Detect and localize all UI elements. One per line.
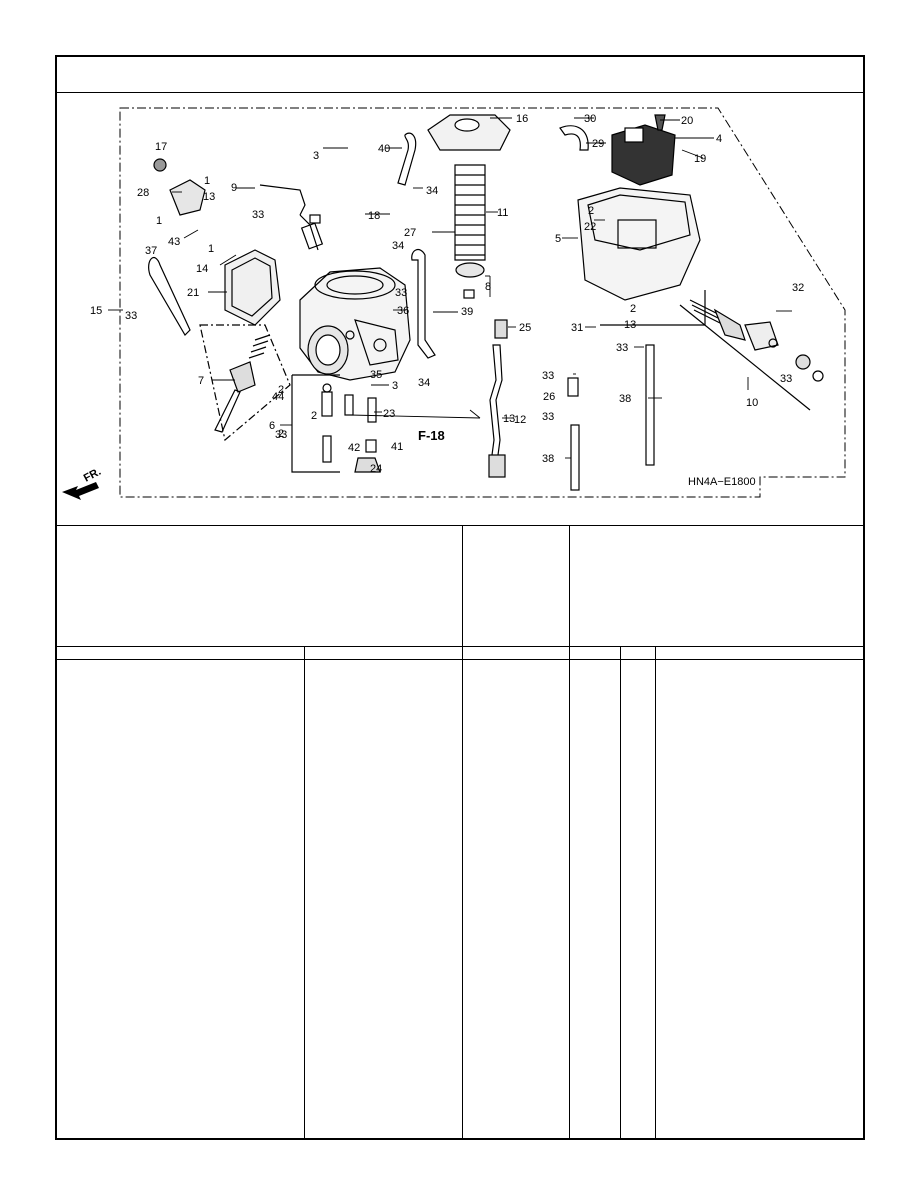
callout-3: 3 <box>313 150 319 162</box>
callout-34: 34 <box>426 185 438 197</box>
jets-assembly <box>291 374 381 473</box>
hoses-and-wiring <box>397 132 655 491</box>
callout-37: 37 <box>145 245 157 257</box>
callout-13: 13 <box>503 413 515 425</box>
callout-7: 7 <box>198 375 204 387</box>
callout-21: 21 <box>187 287 199 299</box>
callout-33: 33 <box>252 209 264 221</box>
callout-29: 29 <box>592 138 604 150</box>
callout-11: 11 <box>497 207 508 219</box>
figure-reference: F-18 <box>418 428 445 443</box>
column-divider-1 <box>304 646 305 1140</box>
callout-33: 33 <box>616 342 628 354</box>
callout-33: 33 <box>275 429 287 441</box>
callout-20: 20 <box>681 115 693 127</box>
jet-needle-assembly <box>199 324 291 442</box>
callout-30: 30 <box>584 113 596 125</box>
callout-6: 6 <box>269 420 275 432</box>
throttle-sensor-unit <box>559 114 676 186</box>
callout-41: 41 <box>391 441 403 453</box>
callout-5: 5 <box>555 233 561 245</box>
callout-2: 2 <box>278 428 284 440</box>
callout-14: 14 <box>196 263 208 275</box>
callout-22: 22 <box>584 221 596 233</box>
leader-lines <box>108 117 792 459</box>
callout-23: 23 <box>383 408 395 420</box>
left-side-components <box>148 158 324 336</box>
callout-33: 33 <box>780 373 792 385</box>
callout-28: 28 <box>137 187 149 199</box>
callout-38: 38 <box>619 393 631 405</box>
callout-13: 13 <box>624 319 636 331</box>
callout-8: 8 <box>485 281 491 293</box>
callout-3: 3 <box>392 380 398 392</box>
callout-4: 4 <box>716 133 722 145</box>
accelerator-pump-assembly <box>679 299 824 411</box>
callout-38: 38 <box>542 453 554 465</box>
callout-25: 25 <box>519 322 531 334</box>
callout-2: 2 <box>278 384 284 396</box>
callout-43: 43 <box>168 236 180 248</box>
callout-2: 2 <box>311 410 317 422</box>
callout-18: 18 <box>368 210 380 222</box>
callout-36: 36 <box>397 305 409 317</box>
callout-1: 1 <box>204 175 210 187</box>
callout-44: 44 <box>272 391 284 403</box>
column-divider-5 <box>655 646 656 1140</box>
callout-1: 1 <box>156 215 162 227</box>
callout-26: 26 <box>543 391 555 403</box>
callout-16: 16 <box>516 113 528 125</box>
callout-27: 27 <box>404 227 416 239</box>
callout-40: 40 <box>378 143 390 155</box>
callout-2: 2 <box>630 303 636 315</box>
callout-33: 33 <box>395 287 407 299</box>
callout-15: 15 <box>90 305 102 317</box>
callout-17: 17 <box>155 141 167 153</box>
float-chamber-assembly <box>577 187 706 326</box>
callout-34: 34 <box>392 240 404 252</box>
callout-33: 33 <box>125 310 137 322</box>
table-header-divider <box>57 646 863 647</box>
front-direction-arrow: FR. <box>62 466 103 500</box>
table-subheader-divider <box>57 659 863 660</box>
top-cover-assembly <box>427 114 511 299</box>
callout-13: 13 <box>203 191 215 203</box>
callout-42: 42 <box>348 442 360 454</box>
callout-31: 31 <box>571 322 583 334</box>
column-divider-3 <box>569 525 570 1140</box>
callout-19: 19 <box>694 153 706 165</box>
callout-12: 12 <box>514 414 526 426</box>
front-direction-label: FR. <box>82 466 103 485</box>
callout-2: 2 <box>588 205 594 217</box>
parts-catalog-page <box>55 55 865 1140</box>
diagram-outline <box>119 107 846 498</box>
carburetor-body <box>299 267 411 381</box>
callout-10: 10 <box>746 397 758 409</box>
column-divider-4 <box>620 646 621 1140</box>
callout-9: 9 <box>231 182 237 194</box>
callout-24: 24 <box>370 463 382 475</box>
callout-1: 1 <box>208 243 214 255</box>
callout-32: 32 <box>792 282 804 294</box>
callout-35: 35 <box>370 369 382 381</box>
callout-34: 34 <box>418 377 430 389</box>
callout-39: 39 <box>461 306 473 318</box>
diagram-divider <box>57 525 863 526</box>
callout-33: 33 <box>542 370 554 382</box>
diagram-code: HN4A−E1800 <box>688 476 756 488</box>
column-divider-2 <box>462 525 463 1140</box>
callout-33: 33 <box>542 411 554 423</box>
header-divider <box>57 92 863 93</box>
